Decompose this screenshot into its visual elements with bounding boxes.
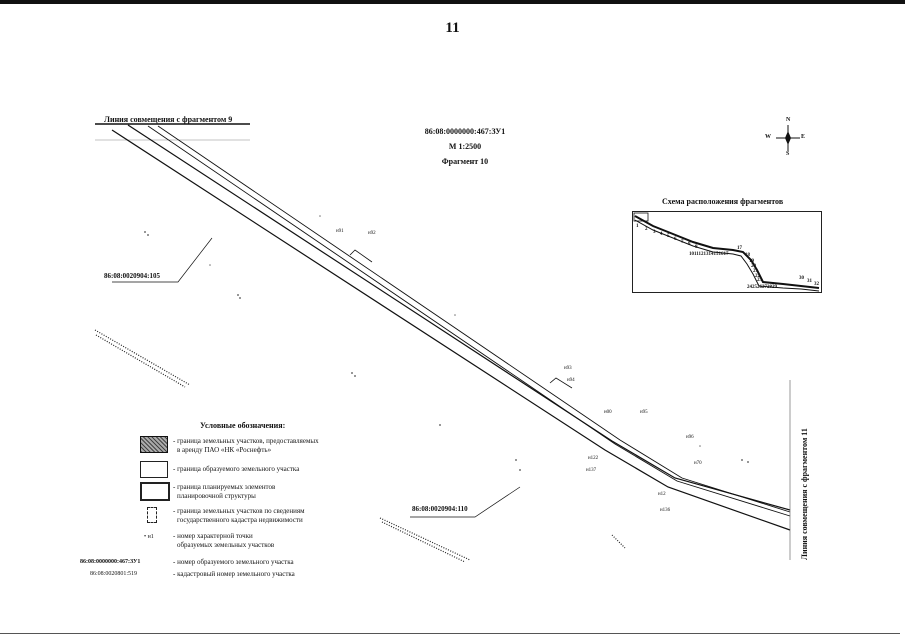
legend-symbol-formed	[140, 461, 168, 478]
scale-label: М 1:2500	[448, 142, 482, 151]
legend-point-symbol: • н1	[144, 534, 154, 540]
right-match-label-wrap: Линия совмещения с фрагментом 11	[795, 380, 815, 560]
scheme-num-7: 7	[681, 240, 684, 245]
point-n96: н96	[686, 435, 694, 440]
fragment-scheme: 1 2 3 4 5 6 7 8 9 1011121314151617 17 18…	[632, 211, 822, 293]
legend-text-gkn: - граница земельных участков по сведения…	[173, 507, 305, 525]
scheme-num-17: 17	[737, 246, 742, 251]
scheme-num-5: 5	[667, 234, 670, 239]
leader-110	[410, 486, 521, 518]
legend-text-cad: - кадастровый номер земельного участка	[173, 570, 295, 578]
legend-lease-line2: в аренду ПАО «НК «Роснефть»	[177, 446, 272, 454]
point-n91: н91	[336, 229, 344, 234]
legend-point-line1: - номер характерной точки	[173, 532, 253, 540]
leader-105	[112, 237, 213, 283]
compass-south: S	[786, 151, 790, 157]
compass-icon	[776, 125, 800, 151]
point-n94: н94	[567, 378, 575, 383]
top-rule	[0, 0, 905, 4]
legend-lease-line1: - граница земельных участков, предоставл…	[173, 437, 319, 445]
legend-symbol-gkn	[147, 507, 157, 523]
compass-west: W	[765, 134, 771, 140]
point-n93: н93	[564, 366, 572, 371]
scheme-num-9: 9	[695, 245, 698, 250]
scheme-num-1: 1	[636, 224, 639, 229]
point-n00: н00	[604, 410, 612, 415]
point-n70: н70	[694, 461, 702, 466]
scheme-num-32: 32	[814, 282, 819, 287]
legend-gkn-line2: государственного кадастра недвижимости	[177, 516, 303, 524]
scheme-num-19: 19	[749, 259, 754, 264]
point-n92: н92	[368, 231, 376, 236]
legend-planned-line2: планировочной структуры	[177, 492, 256, 500]
point-n137: н137	[586, 468, 597, 473]
scheme-num-21: 21	[753, 269, 758, 274]
compass-rose: N S E W	[762, 117, 814, 159]
kink-n92	[349, 249, 373, 263]
cad-label-105: 86:08:0020904:105	[104, 272, 160, 280]
left-match-label: Линия совмещения с фрагментом 9	[104, 115, 233, 124]
scheme-num-30: 30	[799, 276, 804, 281]
legend-text-planned: - граница планируемых элементов планиров…	[173, 483, 275, 501]
point-n136: н136	[660, 508, 671, 513]
legend-cad-code: 86:08:0020801:519	[90, 571, 138, 577]
legend-text-point: - номер характерной точки образуемых зем…	[173, 532, 274, 550]
header-block: 86:08:0000000:467:ЗУ1 М 1:2500 Фрагмент …	[385, 124, 545, 169]
scheme-num-3: 3	[653, 230, 656, 235]
scheme-nums-bottom: 242526272829	[747, 285, 777, 290]
cad-label-110: 86:08:0020904:110	[412, 505, 468, 513]
scheme-num-4: 4	[660, 232, 663, 237]
corridor-inner-a	[147, 125, 791, 517]
legend-point-line2: образуемых земельных участков	[177, 541, 275, 549]
parcel-id: 86:08:0000000:467:ЗУ1	[424, 127, 506, 136]
point-n122: н122	[588, 456, 599, 461]
legend-text-parcel: - номер образуемого земельного участка	[173, 558, 294, 566]
legend-text-formed: - граница образуемого земельного участка	[173, 465, 300, 473]
legend-symbol-planned	[140, 482, 170, 501]
scheme-num-22: 22	[755, 274, 760, 279]
legend-gkn-line1: - граница земельных участков по сведения…	[173, 507, 305, 515]
point-n12: н12	[658, 492, 666, 497]
scheme-num-18: 18	[745, 253, 750, 258]
legend-symbol-lease	[140, 436, 168, 453]
page-number: 11	[445, 20, 460, 36]
right-match-label: Линия совмещения с фрагментом 11	[800, 428, 809, 560]
scheme-num-8: 8	[688, 242, 691, 247]
bottom-rule	[0, 633, 900, 634]
legend-title: Условные обозначения:	[200, 421, 286, 430]
scheme-map	[633, 212, 820, 292]
scheme-num-6: 6	[674, 237, 677, 242]
scheme-num-20: 20	[751, 264, 756, 269]
compass-north: N	[786, 117, 791, 123]
legend-parcel-code: 86:08:0000000:467:ЗУ1	[80, 559, 141, 565]
compass-east: E	[801, 134, 806, 140]
legend-planned-line1: - граница планируемых элементов	[173, 483, 276, 491]
scheme-num-23: 23	[757, 278, 762, 283]
fragment-label: Фрагмент 10	[441, 157, 489, 166]
point-n95: н95	[640, 410, 648, 415]
scheme-num-31: 31	[807, 279, 812, 284]
kink-n94	[549, 377, 573, 389]
corridor-outer-b	[111, 129, 791, 531]
scheme-num-2: 2	[645, 227, 648, 232]
legend-text-lease: - граница земельных участков, предоставл…	[173, 437, 319, 455]
scheme-title: Схема расположения фрагментов	[662, 197, 784, 206]
corridor-inner-b	[157, 125, 791, 513]
scheme-nums-mid: 1011121314151617	[689, 252, 729, 257]
